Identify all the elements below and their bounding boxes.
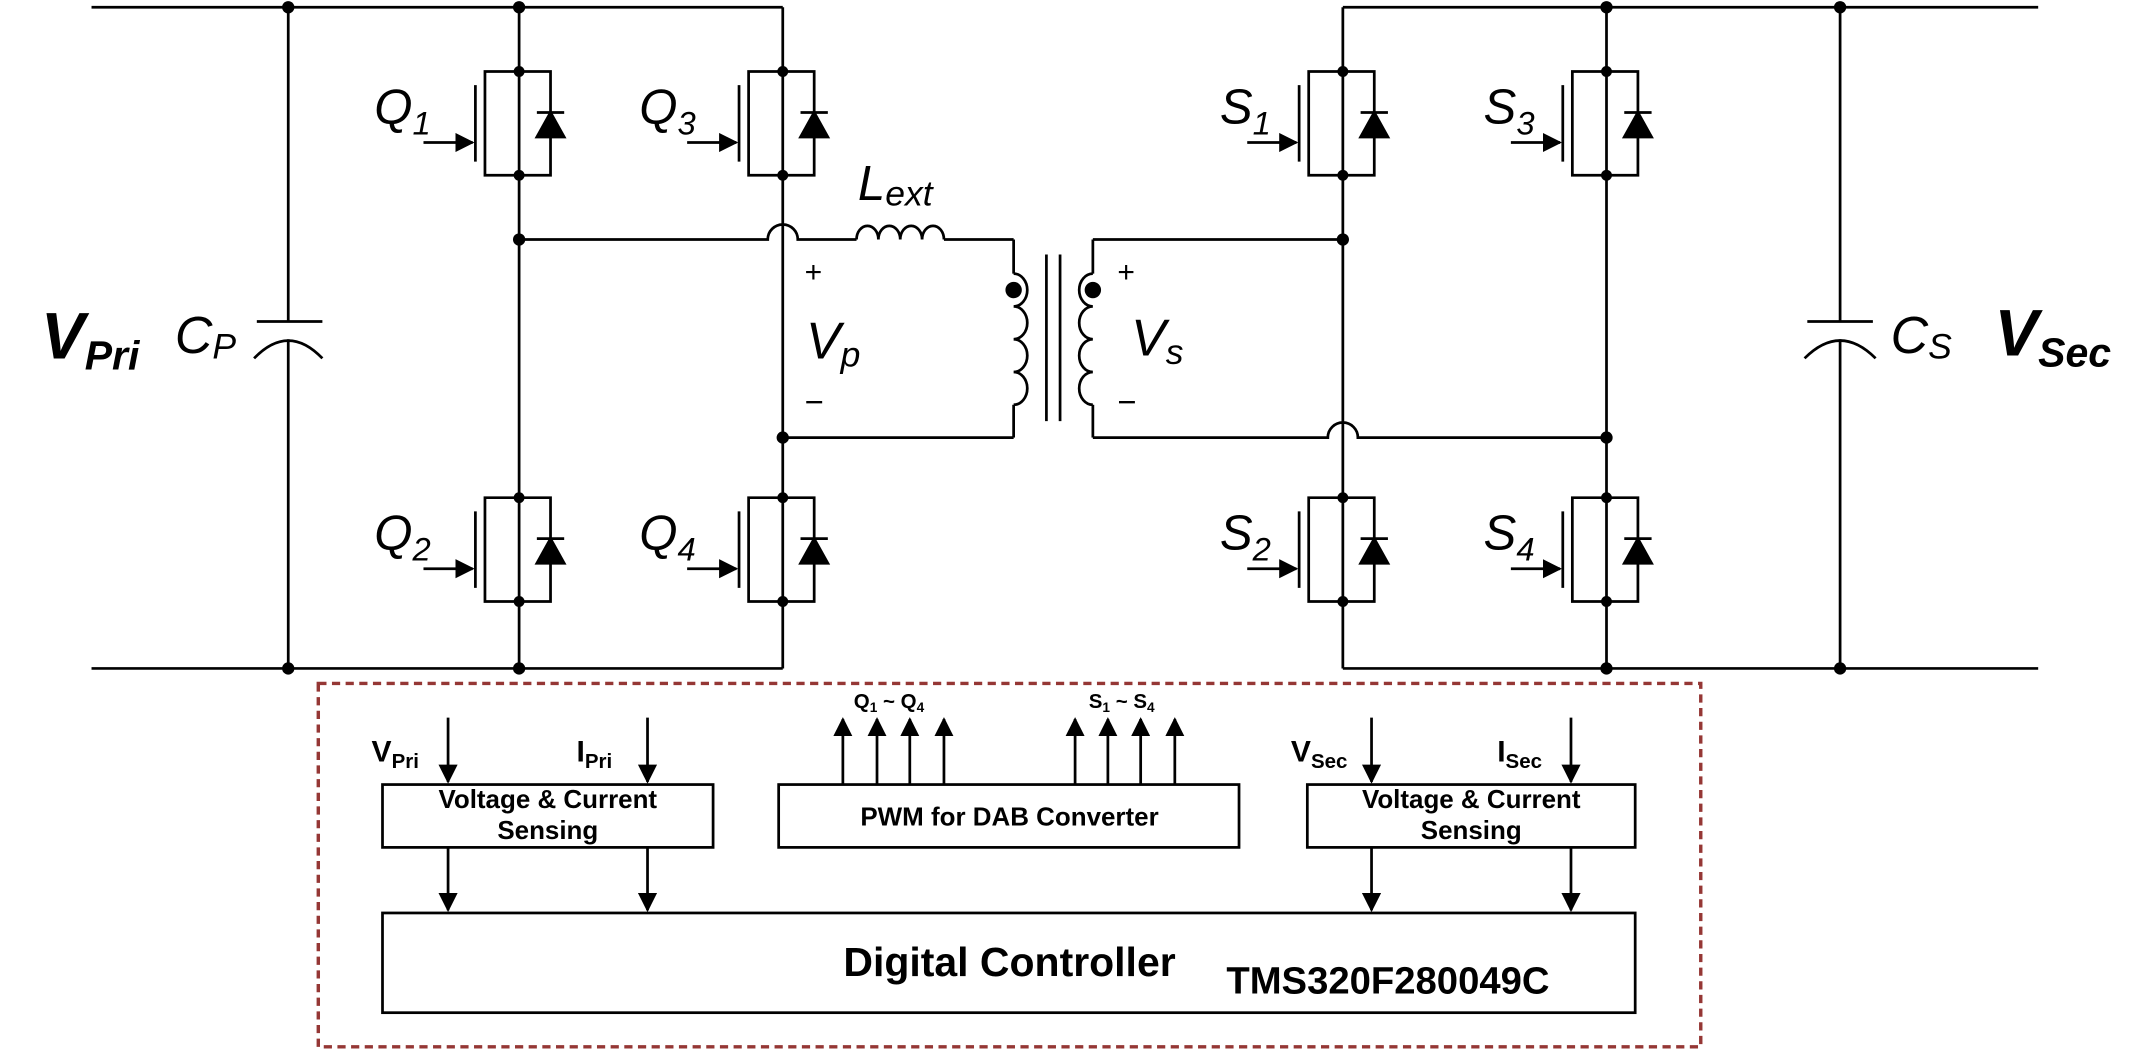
q2-mosfet-symbol bbox=[423, 492, 567, 607]
cs-label: CS bbox=[1891, 307, 1952, 366]
s4-mosfet-symbol bbox=[1510, 492, 1654, 607]
pri-sensing-line1: Voltage & Current bbox=[439, 786, 658, 814]
junction-dot bbox=[1600, 431, 1613, 444]
chip-part-number: TMS320F280049C bbox=[1226, 960, 1549, 1003]
junction-dot bbox=[512, 662, 526, 675]
q1-label: Q1 bbox=[374, 79, 430, 141]
control-board-outline bbox=[316, 681, 1703, 1049]
vp-label: Vp bbox=[806, 312, 860, 374]
junction-dot bbox=[512, 233, 526, 246]
s-range-label: S1 ~ S4 bbox=[1089, 690, 1155, 715]
v-sec-label: VSec bbox=[1994, 297, 2111, 376]
junction-dot bbox=[512, 1, 526, 14]
tx-primary-polarity-dot bbox=[1005, 281, 1022, 299]
q-range-label: Q1 ~ Q4 bbox=[854, 690, 925, 715]
junction-dot bbox=[282, 662, 295, 675]
q3-mosfet-symbol bbox=[687, 66, 831, 181]
q4-mosfet-symbol bbox=[687, 492, 831, 607]
vs-plus: + bbox=[1117, 256, 1135, 289]
pwm-label: PWM for DAB Converter bbox=[860, 804, 1158, 832]
junction-dot bbox=[776, 431, 789, 444]
q2-label: Q2 bbox=[374, 506, 430, 568]
cp-label: CP bbox=[175, 307, 236, 366]
pri-sensing-box bbox=[381, 783, 715, 849]
sec-sensing-line1: Voltage & Current bbox=[1362, 786, 1581, 814]
v-pri-label: VPri bbox=[41, 299, 141, 378]
lext-label: Lext bbox=[858, 156, 935, 213]
vs-label: Vs bbox=[1131, 310, 1184, 372]
s4-label: S4 bbox=[1484, 506, 1535, 568]
s2-mosfet-symbol bbox=[1247, 492, 1391, 607]
vp-plus: + bbox=[805, 256, 823, 289]
pwm-box bbox=[777, 783, 1241, 849]
sec-sensing-box bbox=[1305, 783, 1637, 849]
s3-mosfet-symbol bbox=[1510, 66, 1654, 181]
q1-mosfet-symbol bbox=[423, 66, 567, 181]
junction-dot bbox=[1833, 662, 1847, 675]
s3-label: S3 bbox=[1484, 79, 1535, 141]
junction-dot bbox=[282, 1, 295, 14]
i-sec-input-label: ISec bbox=[1497, 735, 1542, 773]
s2-label: S2 bbox=[1220, 506, 1271, 568]
v-sec-input-label: VSec bbox=[1291, 735, 1348, 773]
vp-minus: − bbox=[805, 383, 824, 420]
junction-dot bbox=[1600, 1, 1613, 14]
primary-mid-wire bbox=[519, 223, 857, 241]
vs-minus: − bbox=[1117, 383, 1136, 420]
s1-mosfet-symbol bbox=[1247, 66, 1391, 181]
sec-sensing-line2: Sensing bbox=[1421, 817, 1522, 845]
pri-sensing-line2: Sensing bbox=[497, 817, 598, 845]
secondary-bottom-wire bbox=[1092, 421, 1607, 439]
v-pri-input-label: VPri bbox=[372, 735, 419, 773]
junction-dot bbox=[1336, 233, 1349, 246]
tx-primary-winding bbox=[1013, 272, 1029, 407]
digital-controller-box bbox=[381, 911, 1637, 1015]
lext-inductor bbox=[855, 224, 946, 240]
digital-controller-label: Digital Controller bbox=[843, 939, 1175, 985]
q4-label: Q4 bbox=[639, 506, 695, 568]
junction-dot bbox=[1600, 662, 1613, 675]
junction-dot bbox=[1833, 1, 1847, 14]
q3-label: Q3 bbox=[639, 79, 695, 141]
tx-secondary-polarity-dot bbox=[1084, 281, 1102, 299]
tx-secondary-winding bbox=[1077, 272, 1093, 407]
i-pri-input-label: IPri bbox=[576, 735, 612, 773]
s1-label: S1 bbox=[1220, 79, 1271, 141]
